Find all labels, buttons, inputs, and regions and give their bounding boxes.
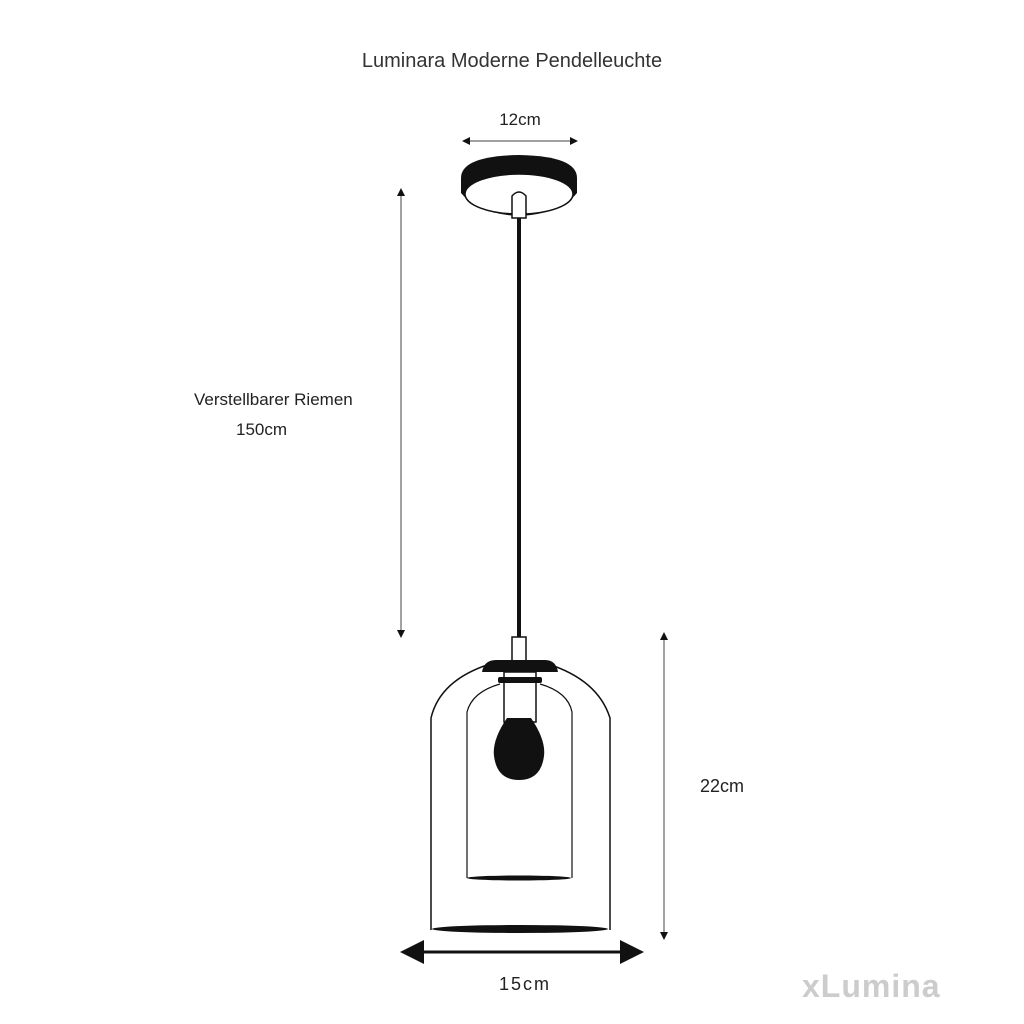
strap-length-label: 150cm — [236, 420, 288, 439]
strap-label: Verstellbarer Riemen — [194, 390, 353, 409]
shade-height-label: 22cm — [700, 776, 745, 796]
shade-width-label: 15cm — [498, 974, 551, 994]
canopy-width-label: 12cm — [499, 110, 541, 129]
canopy-icon — [461, 155, 577, 219]
inner-shade — [466, 683, 573, 878]
brand-watermark: xLumina — [802, 968, 941, 1004]
bulb-icon — [493, 718, 545, 780]
socket-icon — [482, 636, 558, 723]
diagram-title: Luminara Moderne Pendelleuchte — [361, 50, 663, 72]
outer-shade — [430, 663, 611, 930]
